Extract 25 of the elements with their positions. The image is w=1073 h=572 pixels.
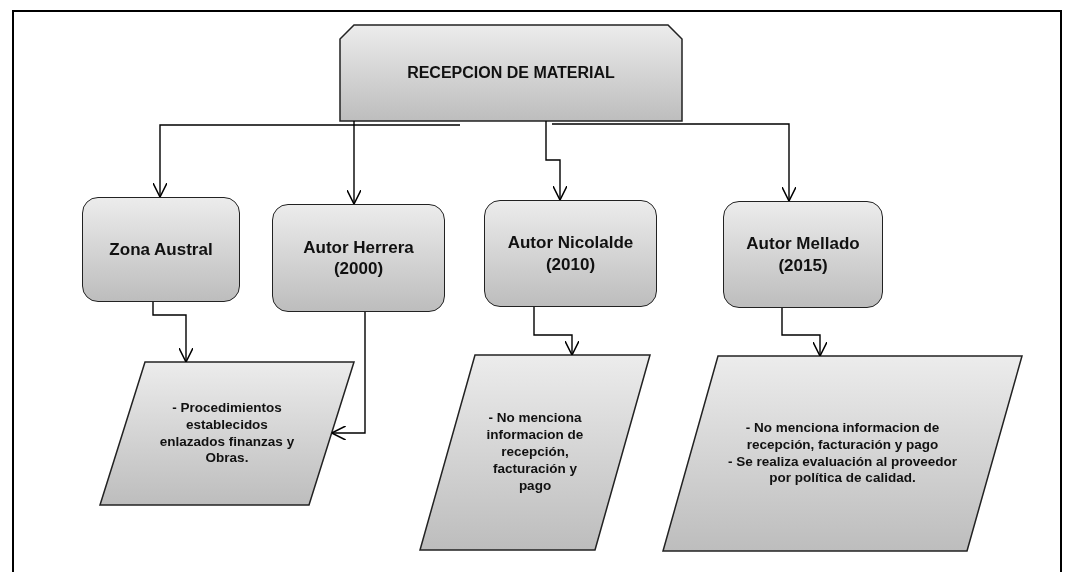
node-text: - Se realiza evaluación al proveedor por política de calidad.: [727, 453, 958, 488]
arrow: [545, 120, 568, 201]
process-box: [723, 201, 883, 308]
process-box: [272, 204, 445, 312]
node-text: Autor Mellado (2015): [745, 233, 861, 276]
node-text: - Procedimientos establecidos enlazados finanzas y Obras.: [158, 399, 296, 468]
arrow: [533, 306, 580, 356]
node-text: - No menciona informacion de recepción, facturación y pago: [485, 410, 585, 495]
node-text: - No menciona informacion de recepción, facturación y pago: [744, 419, 941, 454]
node-text: Zona Austral: [109, 238, 213, 261]
process-box: [82, 197, 240, 302]
arrow: [330, 311, 366, 441]
arrow: [551, 123, 797, 202]
data-parallelogram: [100, 362, 354, 505]
data-parallelogram: [420, 355, 650, 550]
node-text: RECEPCION DE MATERIAL: [407, 63, 615, 83]
arrow: [152, 124, 461, 198]
arrow: [781, 307, 828, 357]
process-box: [484, 200, 657, 307]
data-parallelogram: [663, 356, 1022, 551]
arrow: [152, 301, 194, 363]
arrow: [346, 120, 362, 205]
node-text: Autor Herrera (2000): [302, 236, 415, 280]
title-box: [340, 25, 682, 121]
node-text: Autor Nicolalde (2010): [506, 232, 635, 275]
